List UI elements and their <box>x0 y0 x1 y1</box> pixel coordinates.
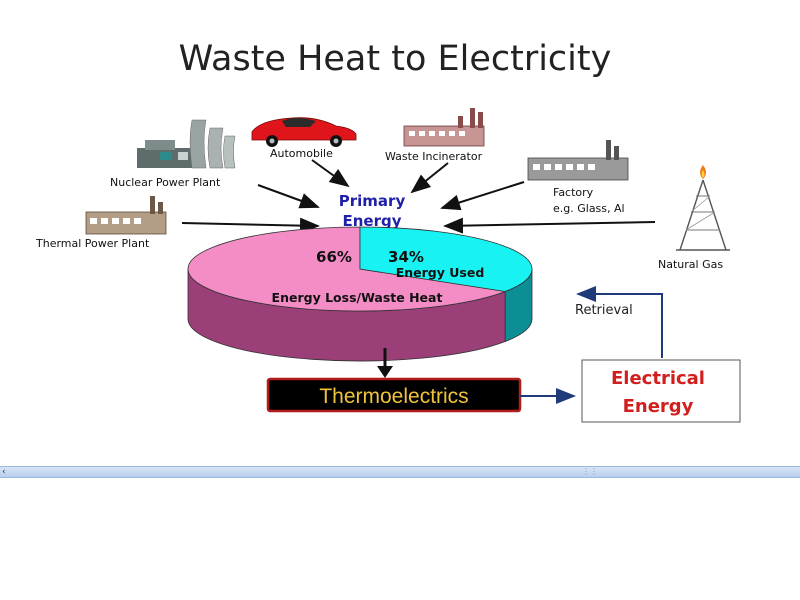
loss-label: Energy Loss/Waste Heat <box>272 290 443 305</box>
thermal-label: Thermal Power Plant <box>35 237 150 250</box>
used-percent-label: 34% <box>388 248 424 266</box>
primary-energy-line2: Energy <box>342 212 401 230</box>
primary-energy-line1: Primary <box>339 192 406 210</box>
factory-label-line2: e.g. Glass, Al <box>553 202 625 215</box>
natural-gas-label: Natural Gas <box>658 258 723 271</box>
factory-icon <box>527 140 629 181</box>
pie-slice-energy-used <box>359 226 533 292</box>
arrow-gas-to-primary <box>443 217 656 234</box>
scroll-grip-icon[interactable]: ⋮⋮ <box>582 467 598 476</box>
arrow-factory-to-primary <box>440 181 525 211</box>
energy-split-pie <box>187 226 533 362</box>
retrieval-label: Retrieval <box>575 303 633 318</box>
retrieval-arrow <box>576 286 663 358</box>
nuclear-power-plant-icon <box>137 119 236 169</box>
scroll-left-arrow-icon[interactable]: ‹ <box>2 467 6 477</box>
diagram-title: Waste Heat to Electricity <box>179 39 612 79</box>
thermal-power-plant-icon <box>85 196 167 235</box>
arrow-automobile-to-primary <box>311 159 350 188</box>
automobile-label: Automobile <box>270 147 333 160</box>
waste-incinerator-icon <box>403 108 485 147</box>
loss-percent-label: 66% <box>316 248 352 266</box>
factory-label-line1: Factory <box>553 186 594 199</box>
incinerator-label: Waste Incinerator <box>385 150 483 163</box>
arrow-incinerator-to-primary <box>410 162 449 194</box>
arrow-head-down <box>377 366 393 378</box>
electrical-energy-line2: Energy <box>623 396 694 417</box>
nuclear-label: Nuclear Power Plant <box>110 176 221 189</box>
arrow-thermal-to-primary <box>181 217 320 234</box>
horizontal-scrollbar[interactable]: ‹ ⋮⋮ <box>0 466 800 478</box>
arrow-nuclear-to-primary <box>257 184 320 209</box>
waste-heat-diagram: Waste Heat to Electricity Nuclear Power … <box>35 39 741 423</box>
thermoelectrics-label: Thermoelectrics <box>319 385 468 408</box>
used-label: Energy Used <box>396 265 485 280</box>
electrical-energy-box <box>581 359 741 423</box>
red-sports-car-icon <box>251 117 357 147</box>
gas-derrick-icon <box>676 165 730 251</box>
electrical-energy-line1: Electrical <box>611 368 705 389</box>
pie-slice-energy-loss <box>187 226 507 312</box>
